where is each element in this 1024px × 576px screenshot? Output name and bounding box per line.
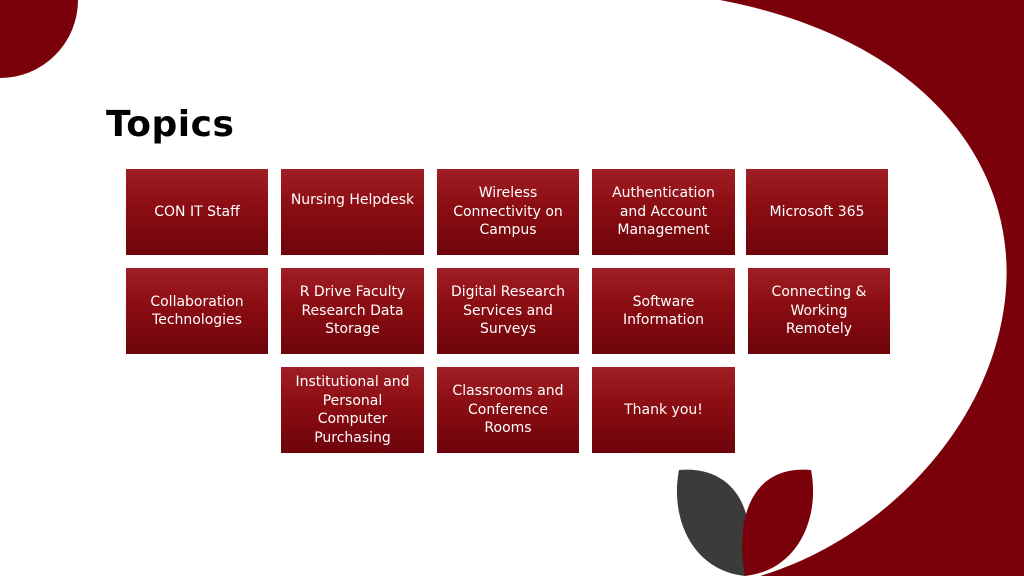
tile-collaboration-technologies[interactable]: Collaboration Technologies [126, 268, 268, 354]
tile-digital-research-services[interactable]: Digital Research Services and Surveys [437, 268, 579, 354]
tile-connecting-working-remotely[interactable]: Connecting & Working Remotely [748, 268, 890, 354]
tile-wireless-connectivity[interactable]: Wireless Connectivity on Campus [437, 169, 579, 255]
tile-software-information[interactable]: Software Information [592, 268, 735, 354]
tile-label: R Drive Faculty Research Data Storage [299, 284, 406, 338]
tile-classrooms-conference-rooms[interactable]: Classrooms and Conference Rooms [437, 367, 579, 453]
tile-nursing-helpdesk[interactable]: Nursing Helpdesk [281, 169, 424, 255]
tile-label: Software Information [622, 293, 705, 329]
tile-con-it-staff[interactable]: CON IT Staff [126, 169, 268, 255]
tile-label: Classrooms and Conference Rooms [452, 383, 564, 437]
tile-label: Connecting & Working Remotely [771, 284, 867, 338]
tile-label: Wireless Connectivity on Campus [453, 185, 563, 239]
tile-microsoft-365[interactable]: Microsoft 365 [746, 169, 888, 255]
tile-authentication-account-management[interactable]: Authentication and Account Management [592, 169, 735, 255]
corner-circle-decoration [0, 0, 78, 78]
page-title: Topics [106, 104, 235, 145]
tile-label: Digital Research Services and Surveys [450, 284, 566, 338]
right-arc-decoration [720, 0, 1024, 576]
tile-label: Institutional and Personal Computer Purc… [295, 374, 410, 446]
tile-label: Collaboration Technologies [150, 293, 244, 329]
tile-label: Authentication and Account Management [612, 185, 715, 239]
tile-label: Microsoft 365 [769, 203, 865, 220]
dark-leaf-decoration [676, 469, 750, 576]
red-leaf-decoration [742, 469, 814, 576]
tile-label: Thank you! [624, 401, 703, 418]
tile-label: CON IT Staff [154, 203, 240, 220]
tile-r-drive-storage[interactable]: R Drive Faculty Research Data Storage [281, 268, 424, 354]
tile-label: Nursing Helpdesk [290, 192, 415, 208]
tile-thank-you[interactable]: Thank you! [592, 367, 735, 453]
tile-computer-purchasing[interactable]: Institutional and Personal Computer Purc… [281, 367, 424, 453]
